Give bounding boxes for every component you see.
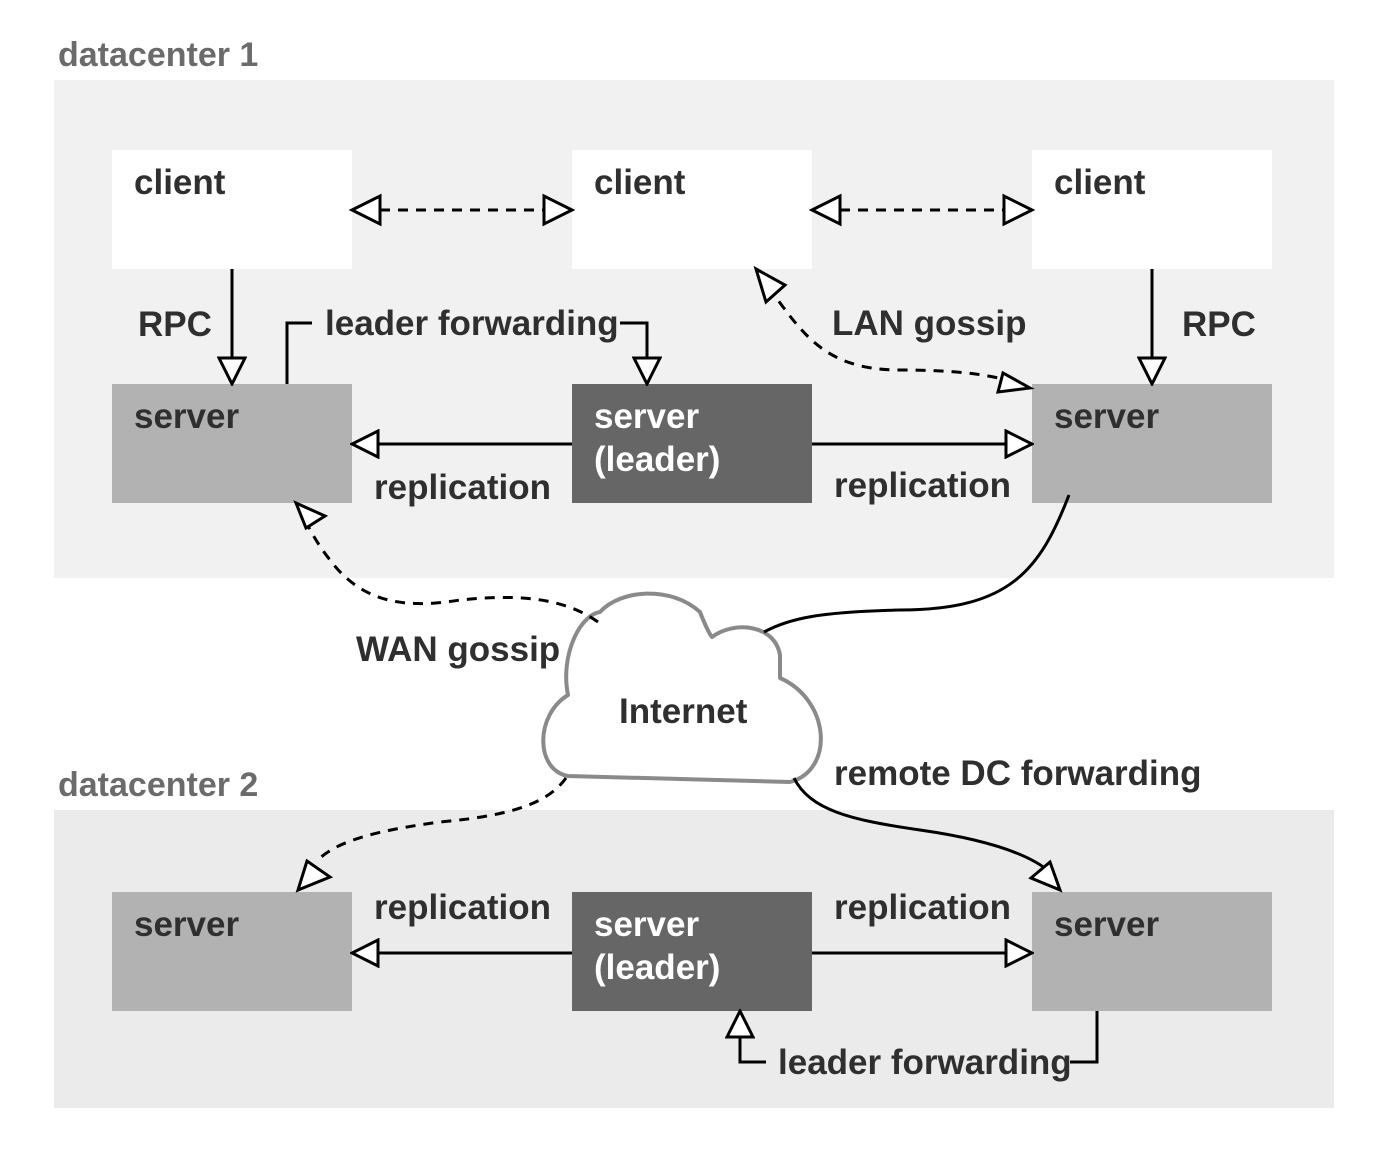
dc1-client-3-label: client	[1054, 163, 1146, 202]
dc2-server-leader-label: server	[594, 905, 699, 944]
dc2-server-1-label: server	[134, 905, 239, 944]
dc1-leader-forwarding-line-a	[285, 321, 312, 384]
dc1-server-leader: server (leader)	[572, 384, 812, 503]
dc1-client-1: client	[112, 150, 352, 269]
dc1-client-1-label: client	[134, 163, 226, 202]
dc2-server-leader: server (leader)	[572, 892, 812, 1011]
dc1-leader-forwarding-line-b	[620, 321, 647, 384]
dc2-replication-label-left: replication	[374, 888, 551, 927]
wan-gossip-arrowhead-dc1	[293, 500, 329, 531]
dc1-server-leader-role: (leader)	[594, 440, 720, 479]
dc1-client-2: client	[572, 150, 812, 269]
dc2-leader-forwarding-label: leader forwarding	[778, 1043, 1072, 1082]
remote-dc-forwarding-label: remote DC forwarding	[834, 754, 1202, 793]
internet-cloud: Internet	[541, 591, 823, 784]
client-gossip-arrowhead-2a	[808, 193, 842, 227]
rpc-label-left: RPC	[138, 305, 212, 344]
client-gossip-arrowhead-1a	[348, 193, 382, 227]
dc1-leader-forwarding-label: leader forwarding	[325, 304, 619, 343]
dc1-server-3: server	[1032, 384, 1272, 503]
dc2-leader-forwarding-line-b	[740, 1011, 766, 1064]
dc1-client-3: client	[1032, 150, 1272, 269]
dc1-client-2-label: client	[594, 163, 686, 202]
wan-gossip-link-dc1	[303, 519, 599, 624]
rpc-label-right: RPC	[1182, 305, 1256, 344]
wan-gossip-arrowhead-dc2	[295, 858, 334, 893]
dc1-server-1-label: server	[134, 397, 239, 436]
dc1-server-leader-label: server	[594, 397, 699, 436]
dc2-server-3: server	[1032, 892, 1272, 1011]
datacenter2-title: datacenter 2	[58, 766, 258, 804]
remote-dc-forwarding-link	[792, 777, 1051, 874]
remote-dc-forwarding-arrowhead	[1028, 859, 1063, 893]
dc1-replication-label-right: replication	[834, 466, 1011, 505]
client-gossip-arrowhead-1b	[542, 193, 576, 227]
wan-gossip-link-dc2	[318, 777, 568, 860]
dc2-replication-label-right: replication	[834, 888, 1011, 927]
lan-gossip-link	[756, 271, 1031, 390]
internet-label: Internet	[619, 692, 748, 731]
datacenter1-title: datacenter 1	[58, 36, 258, 74]
dc2-leader-forwarding-line-a	[1070, 1011, 1099, 1064]
dc1-server-3-label: server	[1054, 397, 1159, 436]
lan-gossip-label: LAN gossip	[832, 304, 1026, 343]
wan-gossip-label: WAN gossip	[356, 630, 560, 669]
lan-gossip-arrowhead-server	[995, 370, 1035, 394]
dc2-server-leader-role: (leader)	[594, 948, 720, 987]
dc1-replication-label-left: replication	[374, 468, 551, 507]
dc1-server-1: server	[112, 384, 352, 503]
dc2-server-3-label: server	[1054, 905, 1159, 944]
client-gossip-arrowhead-2b	[1002, 193, 1036, 227]
dc1-server-internet-link	[763, 494, 1071, 634]
dc2-server-1: server	[112, 892, 352, 1011]
lan-gossip-arrowhead-client	[753, 265, 788, 305]
